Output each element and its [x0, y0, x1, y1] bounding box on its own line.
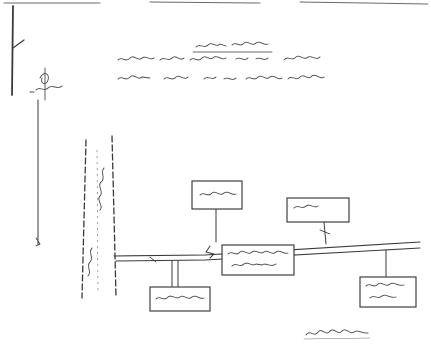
signature-scribble: [303, 329, 371, 340]
scan-top-edge: [3, 1, 429, 5]
direction-marks: [29, 67, 63, 247]
left-margin-line: [11, 5, 25, 96]
box-bottom-left: [149, 260, 211, 312]
box-middle: [221, 244, 295, 276]
main-horizontal-road: [113, 241, 421, 263]
vertical-road: [81, 135, 117, 299]
handwritten-line-1: [117, 55, 321, 61]
box-right: [286, 197, 350, 245]
handwritten-line-2: [117, 74, 325, 80]
box-bottom-right: [359, 249, 417, 308]
title-handwriting: [192, 41, 273, 53]
box-top-center: [191, 180, 243, 259]
